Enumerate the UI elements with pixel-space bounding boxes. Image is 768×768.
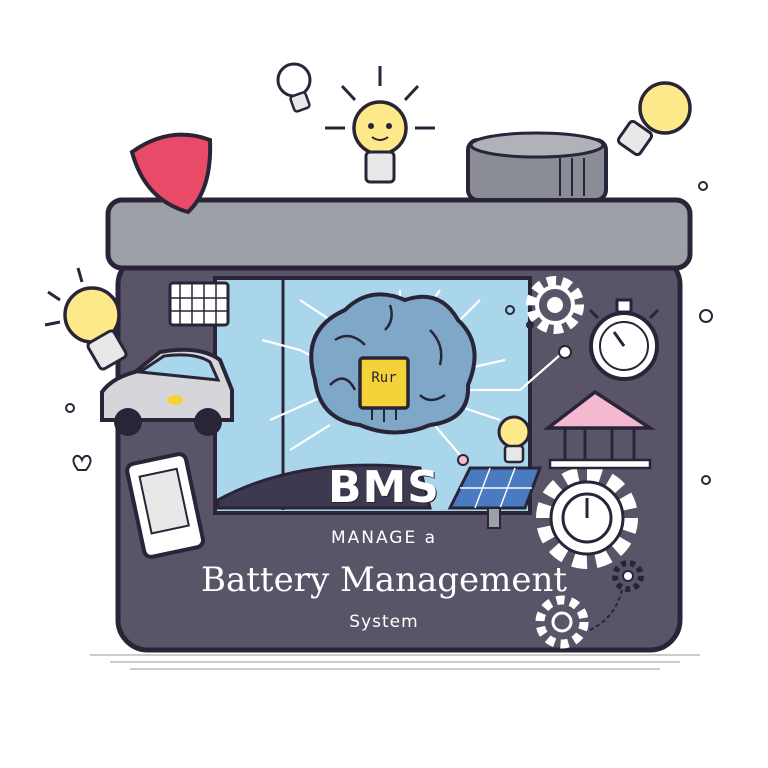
gear-icon [536,467,638,569]
subtitle-line: MANAGE a [330,528,438,548]
tagline: System [349,612,419,632]
heart-icon [72,454,92,471]
title-bms: BMS [327,462,440,513]
lightbulb-icon [616,81,692,157]
battery-terminal-cap [466,131,608,202]
shield-icon [129,132,213,215]
lightbulb-icon [44,267,128,371]
gear-icon [535,595,589,649]
chip-label: Rur [371,370,397,386]
lightbulb-icon [497,415,531,464]
microchip-icon [358,356,410,422]
decor-dots [65,181,713,485]
circuit-board-icon [168,281,230,327]
car-icon [100,347,234,436]
lightbulb-icon [276,62,312,113]
gear-icon [589,560,644,631]
ground-shadow [90,654,700,670]
smartphone-icon [125,452,206,559]
lightbulb-icon [325,66,435,184]
gear-icon [526,276,584,334]
gazebo-icon [542,389,656,470]
headline: Battery Management [200,560,568,600]
solar-panel-icon [447,466,543,529]
stopwatch-icon [588,298,660,381]
